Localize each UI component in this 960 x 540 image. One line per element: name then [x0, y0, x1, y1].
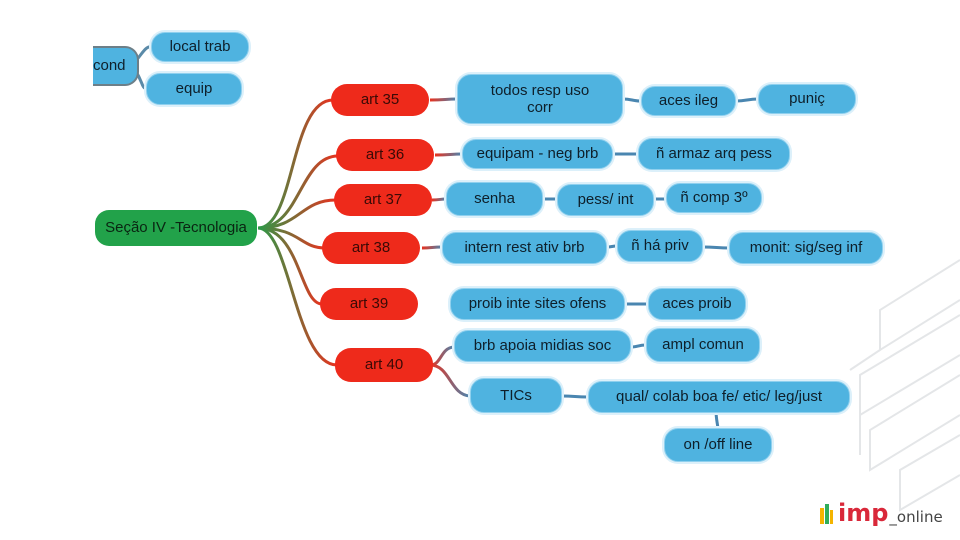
node-armaz[interactable]: ñ armaz arq pess	[638, 138, 790, 170]
node-comp-3[interactable]: ñ comp 3º	[666, 183, 762, 213]
node-brb-apoia[interactable]: brb apoia midias soc	[454, 330, 631, 362]
node-aces-proib[interactable]: aces proib	[648, 288, 746, 320]
node-intern-rest[interactable]: intern rest ativ brb	[442, 232, 607, 264]
node-art-38[interactable]: art 38	[322, 232, 420, 264]
node-proib-inte[interactable]: proib inte sites ofens	[450, 288, 625, 320]
node-tics[interactable]: TICs	[470, 378, 562, 413]
node-senha[interactable]: senha	[446, 182, 543, 216]
node-art-36[interactable]: art 36	[336, 139, 434, 171]
node-equip[interactable]: equip	[146, 73, 242, 105]
logo-suffix: _online	[889, 508, 943, 526]
node-pess-int[interactable]: pess/ int	[557, 184, 654, 216]
node-art-37[interactable]: art 37	[334, 184, 432, 216]
node-art-35[interactable]: art 35	[331, 84, 429, 116]
node-ampl-comun[interactable]: ampl comun	[646, 328, 760, 362]
node-qual-colab[interactable]: qual/ colab boa fe/ etic/ leg/just	[588, 381, 850, 413]
node-aces-ileg[interactable]: aces ileg	[641, 86, 736, 116]
imp-online-logo: imp _online	[818, 492, 943, 526]
node-art-39[interactable]: art 39	[320, 288, 418, 320]
node-equipam[interactable]: equipam - neg brb	[462, 139, 613, 169]
watermark-decoration	[849, 259, 960, 512]
node-cond[interactable]: cond	[93, 46, 139, 86]
node-punic[interactable]: puniç	[758, 84, 856, 114]
node-todos-resp[interactable]: todos resp uso corr	[457, 74, 623, 124]
node-art-40[interactable]: art 40	[335, 348, 433, 382]
logo-brand: imp	[838, 499, 889, 527]
node-ha-priv[interactable]: ñ há priv	[617, 230, 703, 262]
node-monit[interactable]: monit: sig/seg inf	[729, 232, 883, 264]
node-secao-tecnologia[interactable]: Seção IV -Tecnologia	[95, 210, 257, 246]
logo-mark-icon	[818, 500, 834, 526]
node-on-off-line[interactable]: on /off line	[664, 428, 772, 462]
node-local-trab[interactable]: local trab	[151, 32, 249, 62]
